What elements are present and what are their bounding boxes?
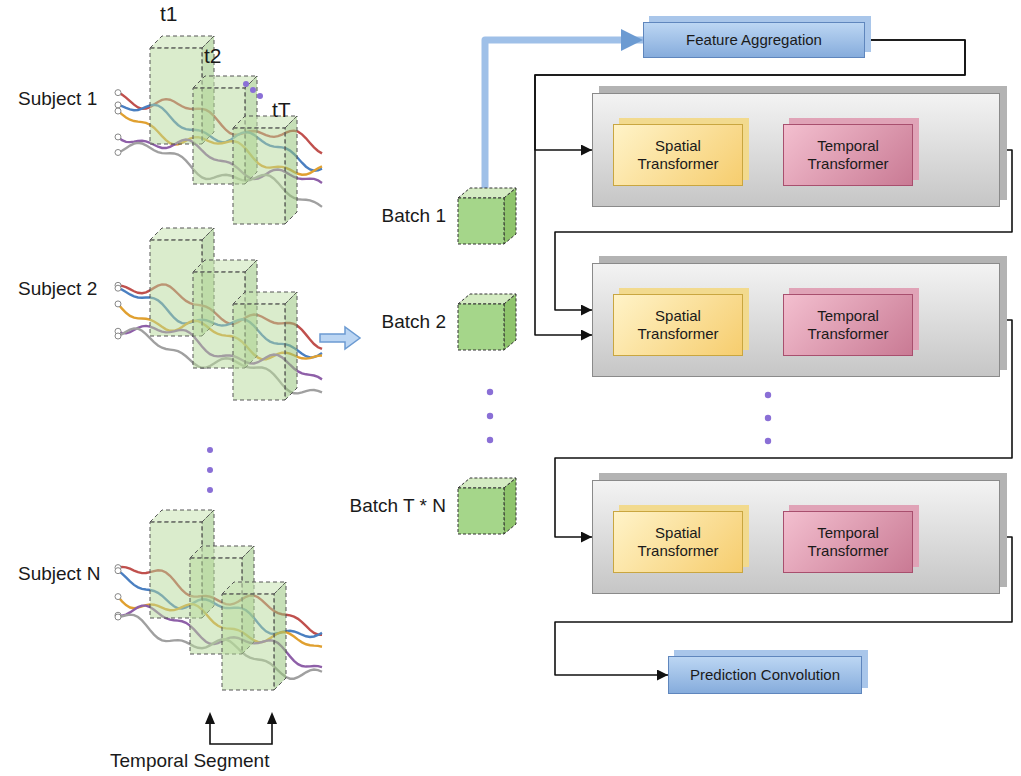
segment-side (274, 582, 286, 690)
label-text: t1 (160, 2, 178, 26)
signal-start (115, 149, 121, 155)
signal-start (115, 108, 121, 114)
signal-start (115, 285, 121, 291)
node-label: Batch 2 (382, 311, 446, 333)
node-label: Batch T * N (350, 495, 446, 517)
label-text: t2 (204, 44, 222, 68)
cube-side (504, 294, 516, 350)
signal-start (115, 301, 121, 307)
ellipsis-dot (243, 81, 249, 87)
cube-front (458, 198, 504, 244)
cube-front (458, 304, 504, 350)
segment-front (233, 304, 285, 400)
aggregation-box: Feature Aggregation (643, 22, 865, 58)
cube-symbol (456, 476, 518, 536)
subject-signals (115, 228, 322, 400)
node-label: Temporal Transformer (788, 137, 908, 173)
ellipsis-dot (250, 87, 256, 93)
ellipsis-dot (207, 467, 213, 473)
label-text: Subject N (18, 563, 100, 585)
bracket-arrowhead (267, 712, 277, 724)
ellipsis-dot (765, 392, 771, 398)
segment-front (222, 594, 274, 690)
batch-cube: Batch 1 (382, 186, 518, 246)
ellipsis-dot (207, 447, 213, 453)
label-text: Subject 2 (18, 278, 97, 300)
cube-symbol (456, 186, 518, 246)
signal-start (115, 568, 121, 574)
segment-top (193, 76, 257, 88)
temporal-box: Temporal Transformer (783, 511, 913, 573)
signal-start (115, 102, 121, 108)
flow-arrow (320, 327, 360, 349)
cube-front (458, 488, 504, 534)
label-text: Subject 1 (18, 88, 97, 110)
ellipsis-dot (487, 389, 493, 395)
ellipsis-dot (765, 415, 771, 421)
segment-side (285, 292, 297, 400)
segment-front (233, 128, 285, 224)
batch-cube: Batch T * N (350, 476, 518, 536)
bracket-arrowhead (205, 712, 215, 724)
transformer-block: Spatial Transformer Temporal Transformer (592, 480, 1000, 594)
ellipsis-dot (257, 93, 263, 99)
node-label: Temporal Transformer (788, 524, 908, 560)
node-label: Batch 1 (382, 205, 446, 227)
ellipsis-dot (207, 487, 213, 493)
ellipsis-dot (487, 437, 493, 443)
cube-symbol (456, 292, 518, 352)
signal-start (115, 594, 121, 600)
cube-side (504, 188, 516, 244)
segment-box (222, 582, 286, 690)
temporal-box: Temporal Transformer (783, 124, 913, 186)
segment-bracket (205, 712, 277, 744)
node-label: Temporal Transformer (788, 307, 908, 343)
label-text: Temporal Segment (110, 750, 269, 772)
spatial-box: Spatial Transformer (613, 124, 743, 186)
label-text: tT (272, 98, 291, 122)
temporal-box: Temporal Transformer (783, 294, 913, 356)
node-label: Feature Aggregation (686, 31, 822, 49)
spatial-box: Spatial Transformer (613, 294, 743, 356)
node-label: Spatial Transformer (618, 307, 738, 343)
batch-cube: Batch 2 (382, 292, 518, 352)
signal-start (115, 134, 121, 140)
segment-side (285, 116, 297, 224)
signal-start (115, 90, 121, 96)
bracket-line (210, 718, 272, 744)
spatial-box: Spatial Transformer (613, 511, 743, 573)
segment-box (233, 116, 297, 224)
signal-start (115, 614, 121, 620)
node-label: Spatial Transformer (618, 137, 738, 173)
segment-box (233, 292, 297, 400)
prediction-box: Prediction Convolution (668, 656, 862, 694)
ellipsis-dot (765, 438, 771, 444)
transformer-block: Spatial Transformer Temporal Transformer (592, 263, 1000, 377)
signal-start (115, 333, 121, 339)
node-label: Prediction Convolution (690, 666, 840, 684)
subject-signals (115, 510, 322, 690)
node-label: Spatial Transformer (618, 524, 738, 560)
subject-signals (115, 36, 322, 224)
transformer-block: Spatial Transformer Temporal Transformer (592, 93, 1000, 207)
ellipsis-dot (487, 413, 493, 419)
cube-side (504, 478, 516, 534)
